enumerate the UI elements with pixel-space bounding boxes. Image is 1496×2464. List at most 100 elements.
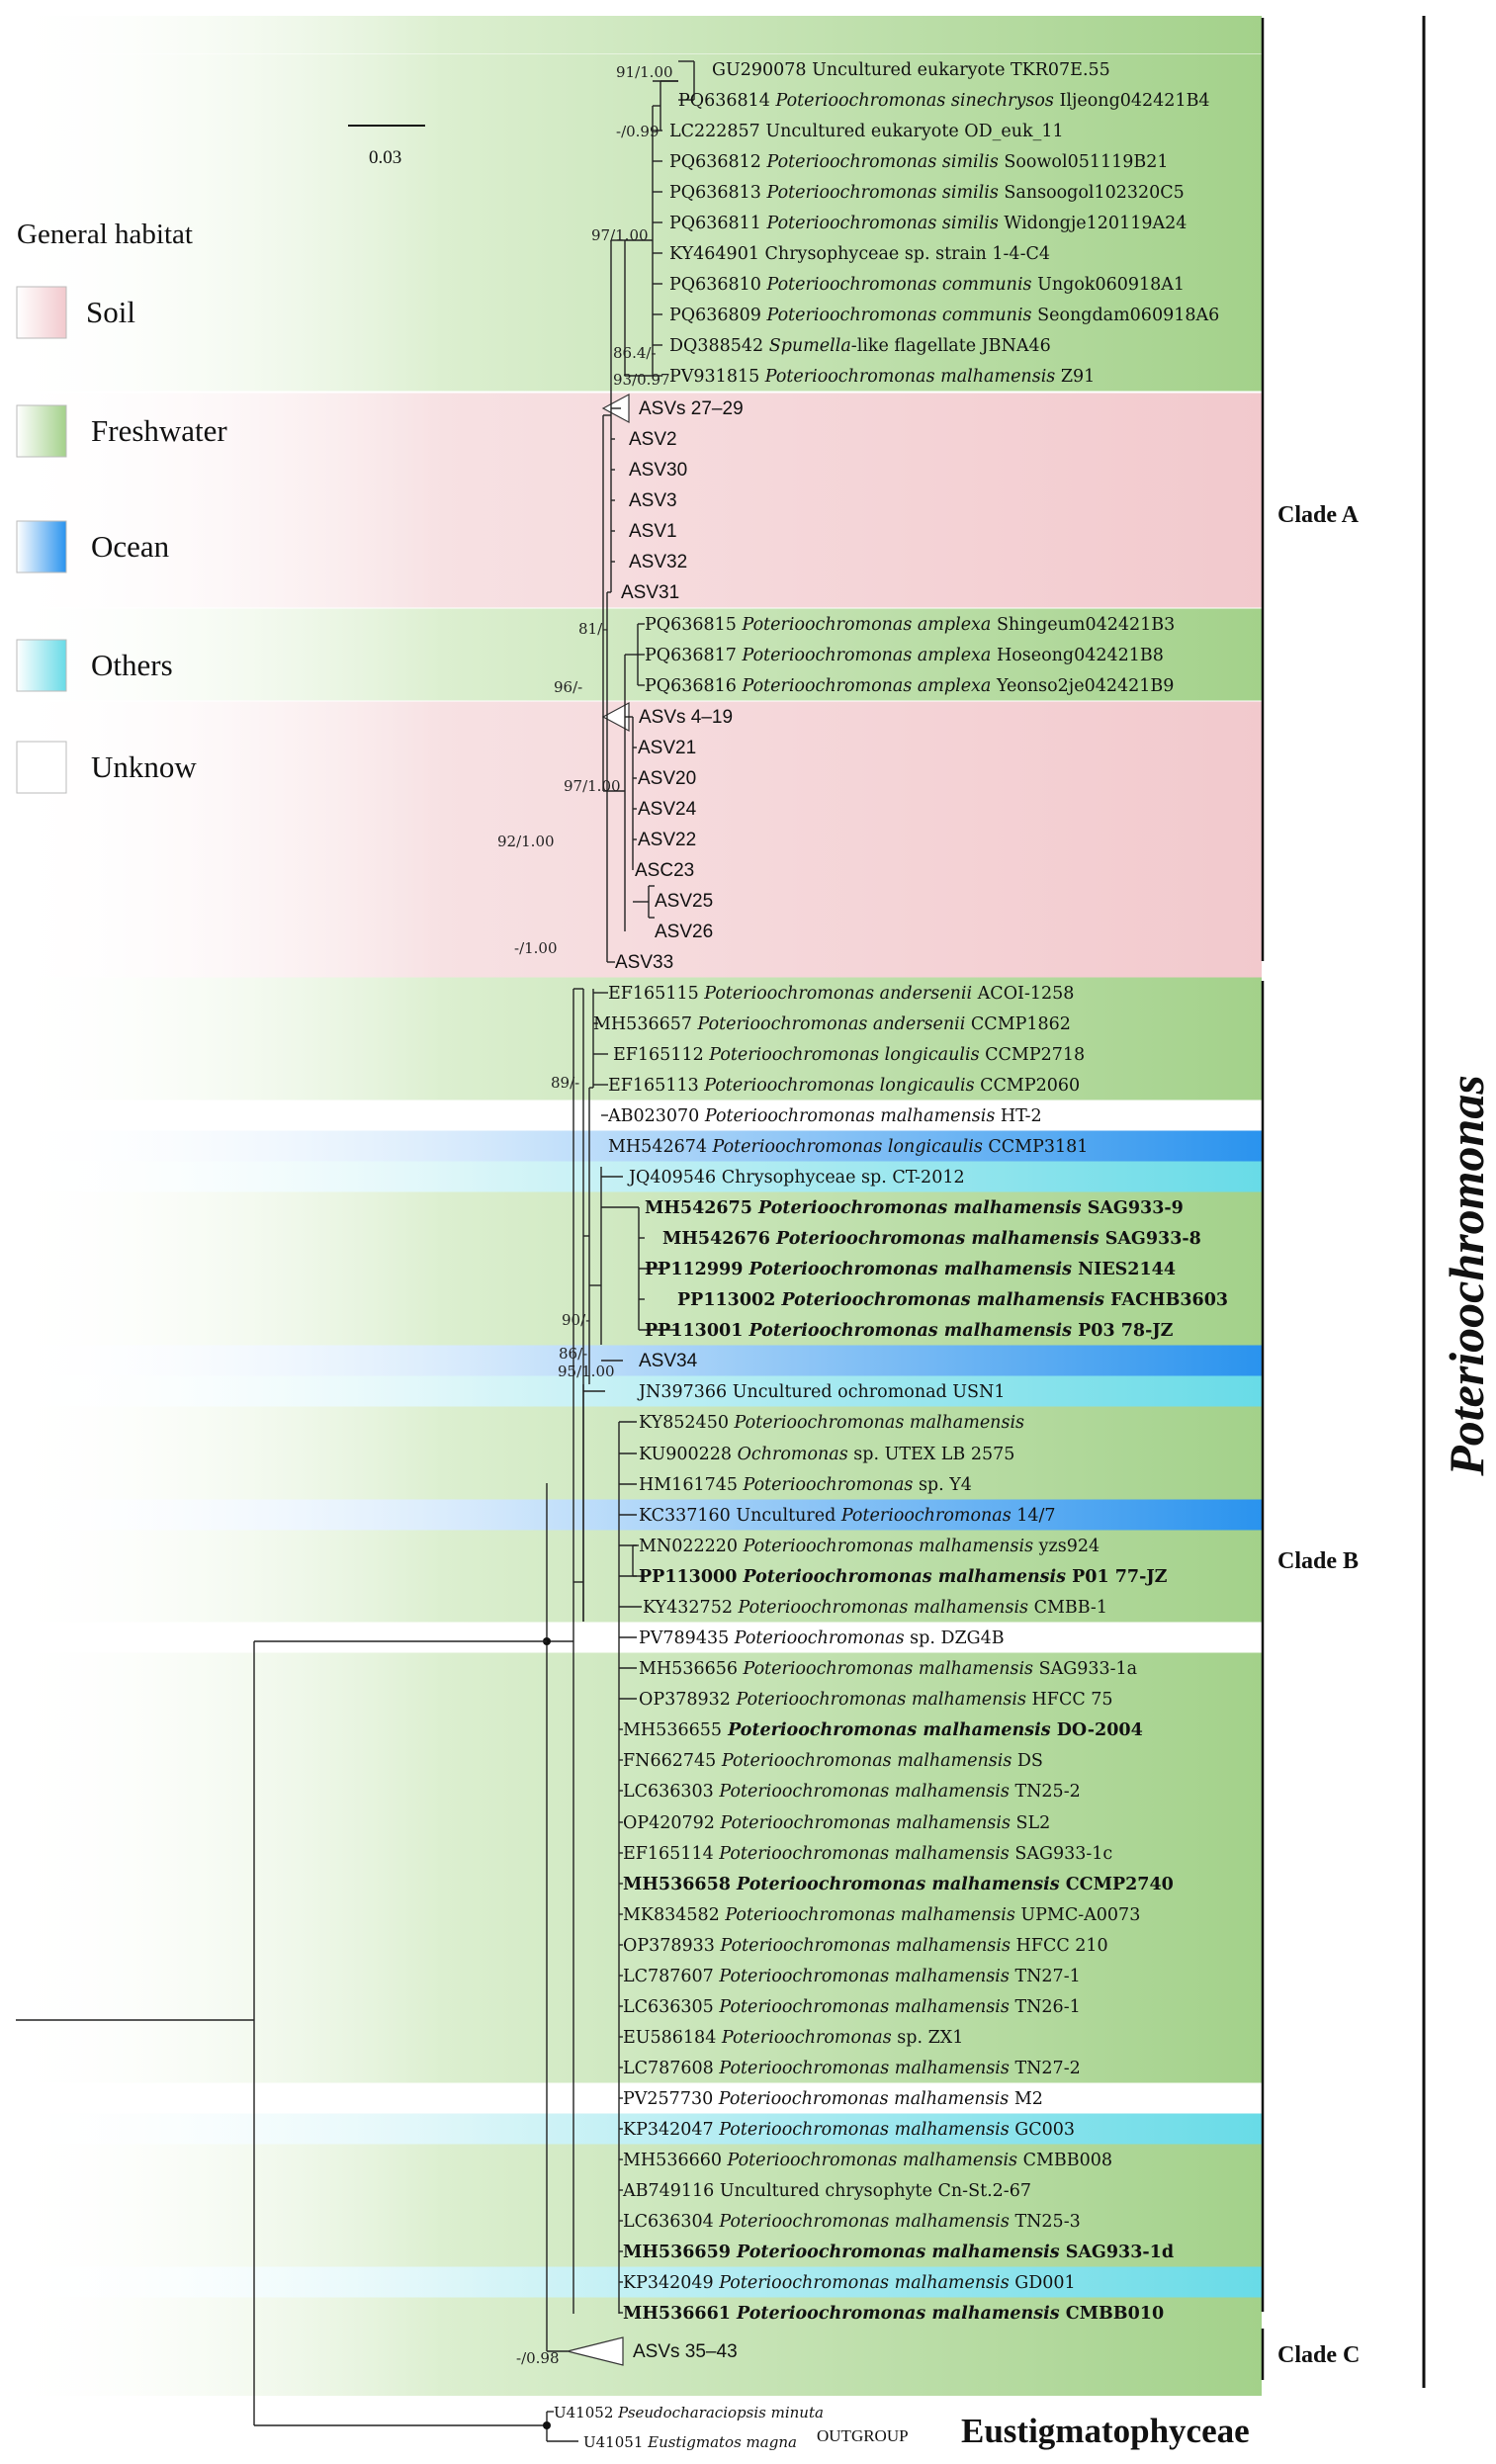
strain-label: 14/7	[1012, 1506, 1056, 1526]
strain-label: CCMP2718	[980, 1045, 1086, 1065]
accession-number: MH536656	[639, 1659, 738, 1679]
taxon-tip-label: OP420792 Poterioochromonas malhamensis S…	[623, 1813, 1050, 1833]
strain-label: M2	[1009, 2089, 1043, 2109]
legend-label-others: Others	[91, 648, 173, 682]
asv-tip-label: ASV30	[629, 460, 687, 481]
node-dot	[543, 2421, 551, 2429]
taxon-tip-label: PP113002 Poterioochromonas malhamensis F…	[677, 1290, 1228, 1310]
strain-label: ASV31	[621, 582, 679, 603]
taxon-tip-label: PQ636811 Poterioochromonas similis Widon…	[669, 214, 1187, 233]
accession-number: U41051	[583, 2433, 643, 2451]
support-value: 96/-	[554, 678, 582, 696]
accession-number: LC636305	[623, 1997, 714, 2017]
strain-label: DO-2004	[1051, 1720, 1143, 1740]
accession-number: MH536660	[623, 2151, 722, 2170]
accession-number: PQ636817	[645, 646, 737, 665]
accession-number: LC636303	[623, 1782, 714, 1802]
accession-number: LC787608	[623, 2059, 714, 2078]
clade-brackets: Clade A Clade B Clade C Poterioochromona…	[1261, 16, 1494, 2388]
strain-label: NIES2144	[1072, 1260, 1176, 1279]
asv-tip-label: ASV1	[629, 521, 677, 542]
asv-tip-label: ASV22	[638, 830, 696, 850]
habitat-band-others	[0, 2113, 1262, 2145]
accession-number: KY432752	[643, 1598, 733, 1618]
taxon-tip-label: MH542676 Poterioochromonas malhamensis S…	[662, 1229, 1201, 1249]
accession-number: U41052	[554, 2404, 613, 2421]
taxon-name: Poterioochromonas	[729, 1628, 904, 1648]
taxon-tip-label: JQ409546 Chrysophyceae sp. CT-2012	[627, 1168, 965, 1188]
taxon-tip-label: KU900228 Ochromonas sp. UTEX LB 2575	[639, 1445, 1014, 1464]
genus-label: Poterioochromonas	[1439, 1075, 1494, 1477]
accession-number: HM161745	[639, 1475, 738, 1495]
asv-tip-label: ASV31	[621, 582, 679, 603]
accession-number: PV257730	[623, 2089, 713, 2109]
taxon-name: Poterioochromonas malhamensis	[714, 2273, 1010, 2293]
taxon-name: Eustigmatos magna	[643, 2433, 797, 2451]
strain-label: Hoseong042421B8	[991, 646, 1164, 665]
strain-label: Soowol051119B21	[999, 152, 1169, 172]
support-values: 91/1.00-/0.9997/1.0086.4/-93/0.9781/-96/…	[497, 63, 673, 2367]
strain-label: TN27-2	[1010, 2059, 1081, 2078]
taxon-tip-label: PV931815 Poterioochromonas malhamensis Z…	[669, 367, 1095, 387]
accession-number: MH536658	[623, 1875, 731, 1894]
taxon-name: Poterioochromonas malhamensis	[714, 1844, 1010, 1864]
taxon-name: Poterioochromonas malhamensis	[722, 2151, 1017, 2170]
asv-tip-label: ASVs 35–43	[633, 2341, 738, 2362]
asv-tip-label: ASVs 27–29	[639, 398, 744, 419]
scale-bar: 0.03	[348, 125, 425, 168]
taxon-name: Poterioochromonas similis	[761, 152, 999, 172]
taxon-name: Poterioochromonas malhamensis	[743, 1260, 1072, 1279]
taxon-tip-label: PQ636816 Poterioochromonas amplexa Yeons…	[645, 676, 1174, 696]
habitat-legend: General habitat SoilFreshwaterOceanOther…	[16, 219, 227, 794]
accession-number: MN022220	[639, 1537, 738, 1556]
strain-label: ASV24	[638, 799, 697, 820]
taxon-name: Poterioochromonas amplexa	[737, 676, 991, 696]
accession-number: EF165113	[608, 1076, 699, 1096]
strain-label: Uncultured	[731, 1506, 836, 1526]
habitat-band-unknow	[0, 2082, 1262, 2114]
strain-label: GC003	[1010, 2120, 1075, 2140]
taxon-tip-label: MH536657 Poterioochromonas andersenii CC…	[593, 1014, 1071, 1034]
strain-label: sp. ZX1	[892, 2028, 964, 2048]
support-value: 97/1.00	[564, 777, 621, 795]
strain-label: P01 77-JZ	[1066, 1567, 1168, 1587]
legend-swatch-soil	[16, 286, 67, 339]
taxon-tip-label: PQ636817 Poterioochromonas amplexa Hoseo…	[645, 646, 1164, 665]
habitat-band-freshwater	[0, 2144, 1262, 2267]
accession-number: MH536657	[593, 1014, 692, 1034]
taxon-tip-label: DQ388542 Spumella-like flagellate JBNA46	[669, 336, 1051, 356]
taxon-tip-label: KY852450 Poterioochromonas malhamensis	[639, 1413, 1024, 1433]
taxon-name: Poterioochromonas malhamensis	[714, 2059, 1010, 2078]
taxon-tip-label: AB023070 Poterioochromonas malhamensis H…	[607, 1106, 1042, 1126]
taxon-name: Poterioochromonas malhamensis	[715, 1936, 1011, 1956]
legend-label-freshwater: Freshwater	[91, 413, 227, 448]
strain-label: Widongje120119A24	[999, 214, 1188, 233]
strain-label: Z91	[1055, 367, 1095, 387]
taxon-name: Poterioochromonas malhamensis	[738, 1659, 1033, 1679]
strain-label: FACHB3603	[1104, 1290, 1228, 1310]
taxon-tip-label: HM161745 Poterioochromonas sp. Y4	[639, 1475, 972, 1495]
taxon-tip-label: GU290078 Uncultured eukaryote TKR07E.55	[712, 60, 1110, 80]
strain-label: ASVs 4–19	[639, 707, 733, 728]
legend-swatch-ocean	[16, 520, 67, 573]
legend-label-unknow: Unknow	[91, 749, 197, 784]
taxon-name: Poterioochromonas malhamensis	[731, 2243, 1060, 2262]
strain-label: ASV30	[629, 460, 687, 481]
asv-tip-label: ASV25	[655, 891, 713, 912]
accession-number: PQ636816	[645, 676, 737, 696]
strain-label: TN26-1	[1010, 1997, 1081, 2017]
strain-label: Chrysophyceae sp. strain 1-4-C4	[759, 244, 1050, 264]
taxon-tip-label: PV789435 Poterioochromonas sp. DZG4B	[639, 1628, 1005, 1648]
taxon-name: Poterioochromonas	[738, 1475, 913, 1495]
legend-swatch-freshwater	[16, 404, 67, 458]
taxon-name: Poterioochromonas malhamensis	[714, 2212, 1010, 2232]
strain-label: ASV22	[638, 830, 696, 850]
taxon-name: Poterioochromonas malhamensis	[729, 1413, 1024, 1433]
taxon-tip-label: PP113001 Poterioochromonas malhamensis P…	[645, 1321, 1174, 1341]
taxon-tip-label: EF165114 Poterioochromonas malhamensis S…	[623, 1844, 1112, 1864]
habitat-band-ocean	[0, 1345, 1262, 1376]
strain-label: Chrysophyceae sp. CT-2012	[716, 1168, 964, 1188]
strain-label: ASVs 27–29	[639, 398, 744, 419]
strain-label: sp. Y4	[913, 1475, 972, 1495]
taxon-name: Poterioochromonas malhamensis	[743, 1321, 1072, 1341]
